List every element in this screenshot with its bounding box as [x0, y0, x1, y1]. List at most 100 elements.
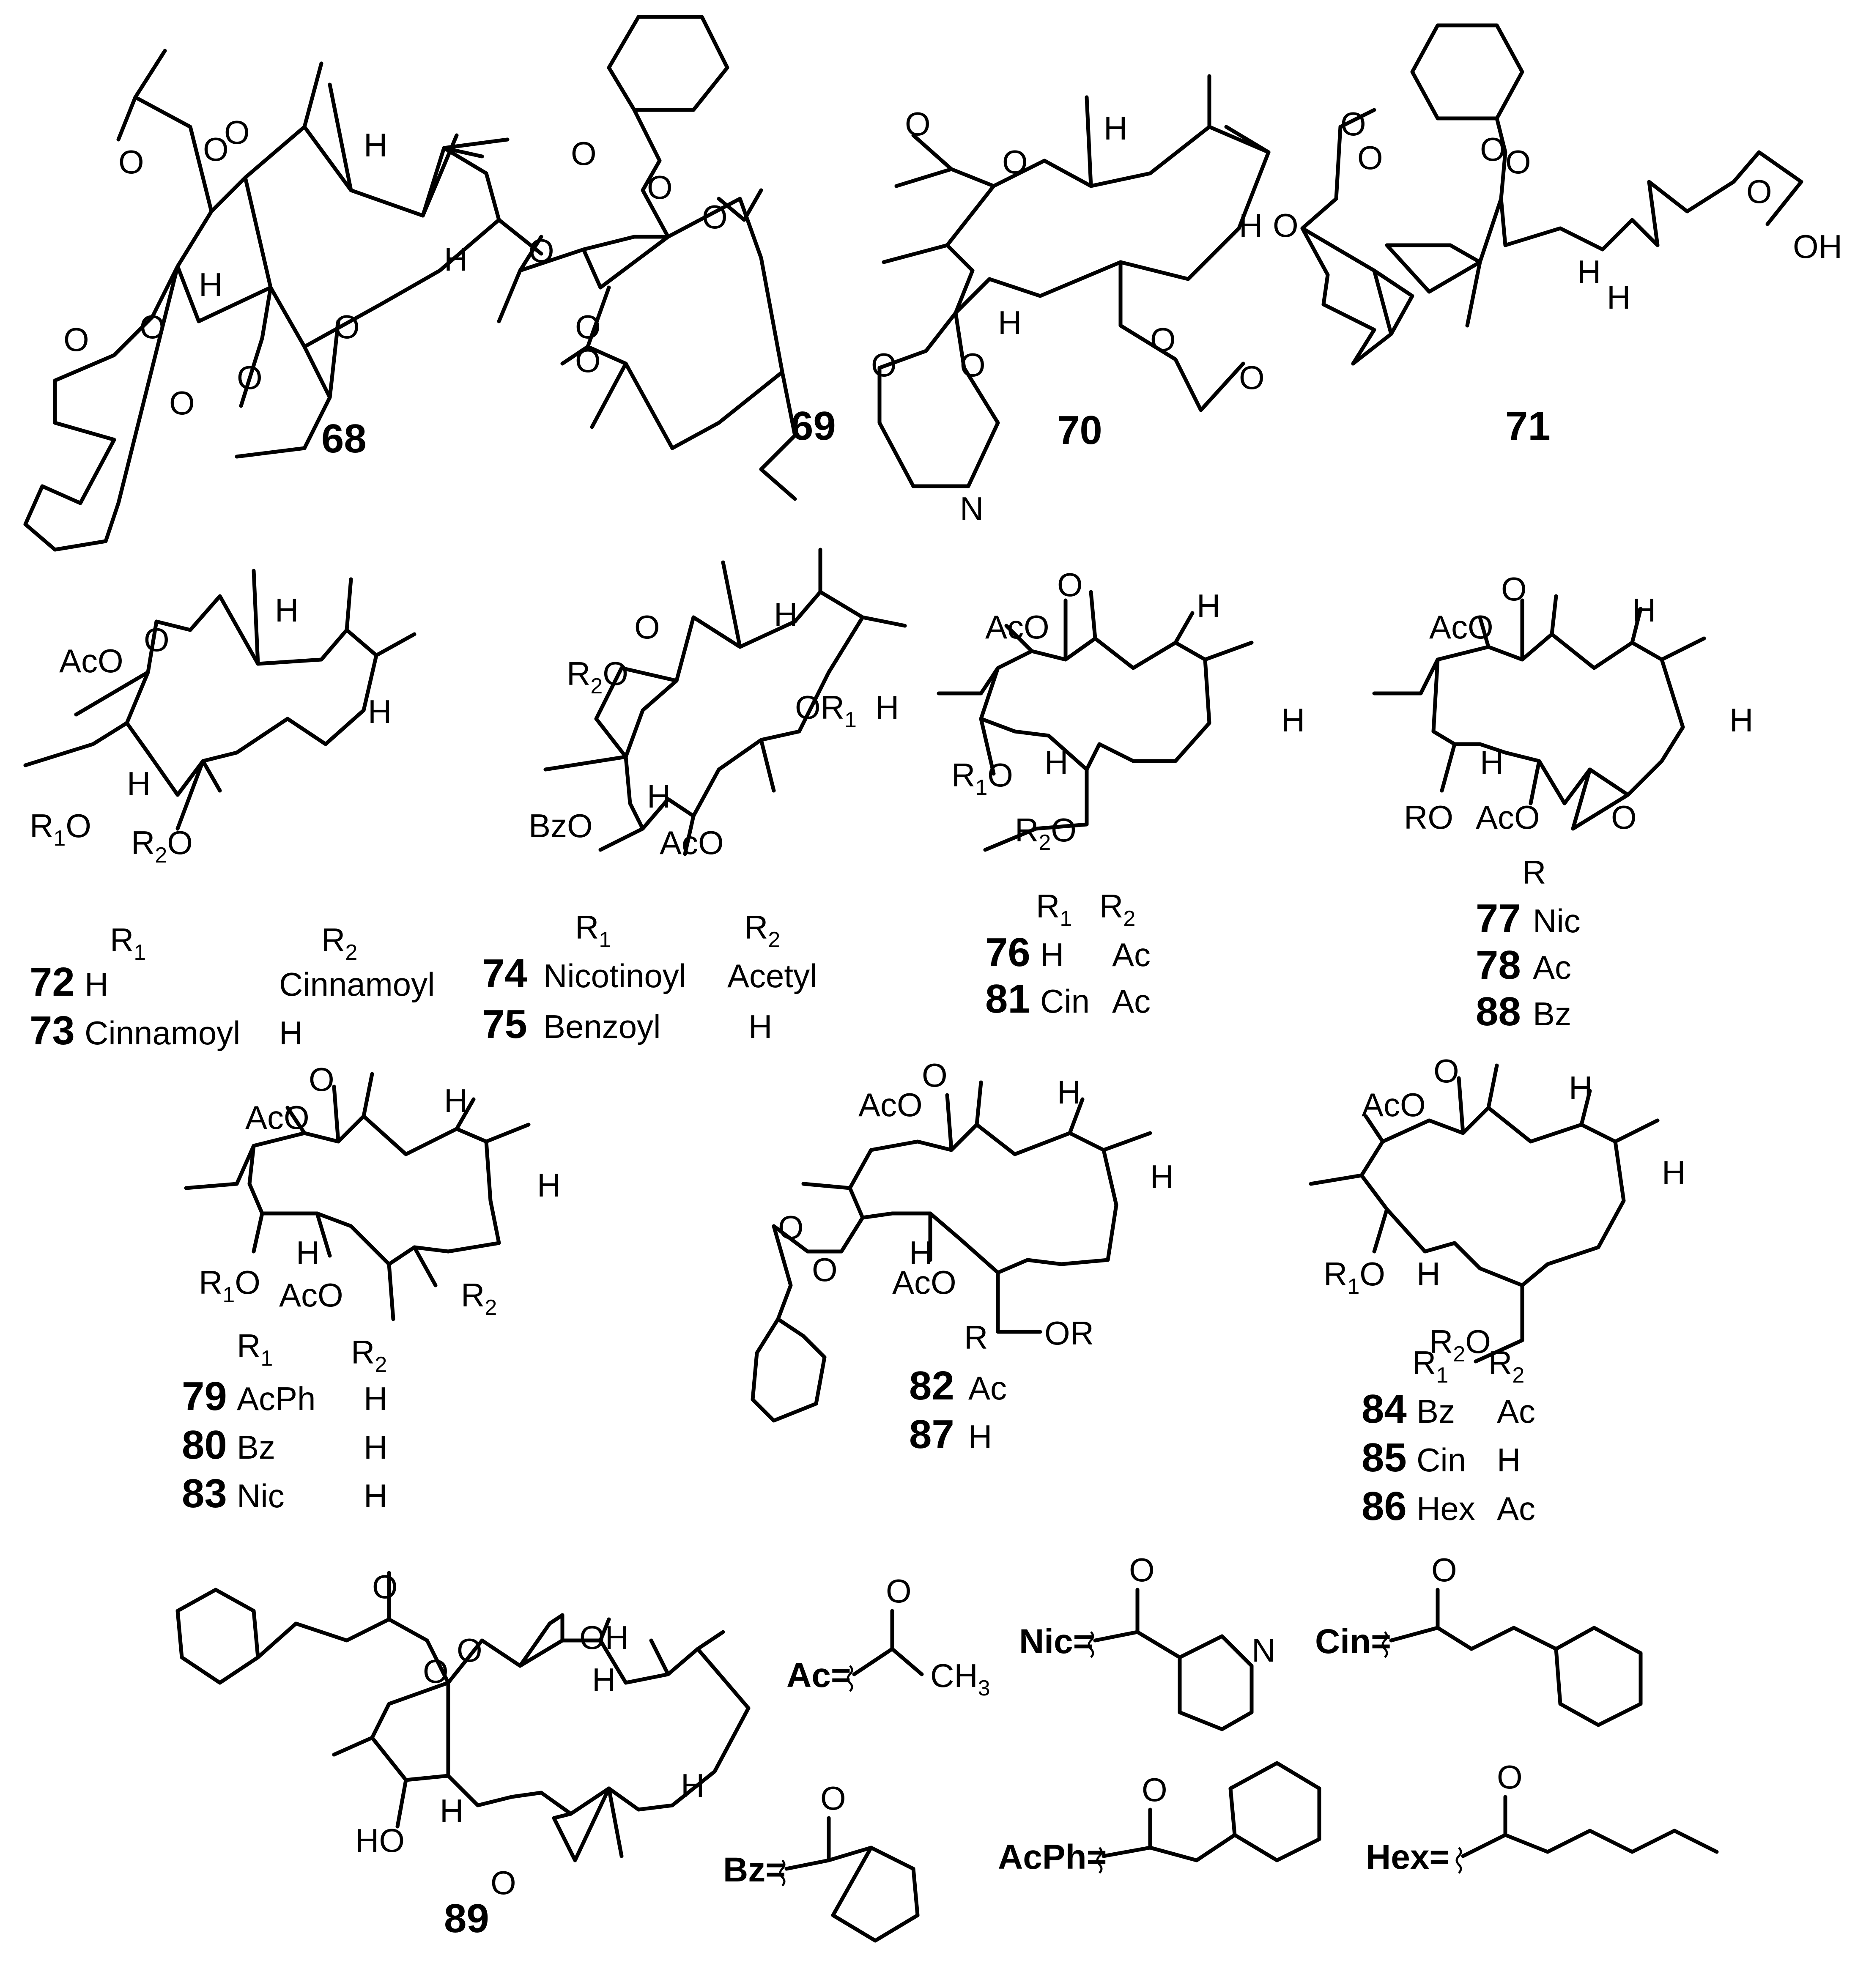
- atom-O: O: [571, 135, 597, 172]
- atom-AcO: AcO: [1429, 608, 1493, 646]
- table-82-87: R 82 Ac 87 H: [909, 1319, 1007, 1457]
- atom-O: O: [203, 131, 229, 168]
- row-r2: Ac: [1497, 1490, 1535, 1527]
- row-r1: H: [85, 966, 108, 1003]
- column-header-r1: R1: [110, 921, 146, 965]
- atom-R1O: R1O: [1323, 1255, 1385, 1299]
- row-r2: Acetyl: [727, 957, 817, 994]
- atom-O: O: [702, 198, 728, 235]
- row-id: 81: [985, 976, 1030, 1021]
- atom-R2O: R2O: [131, 824, 193, 868]
- atom-R2O: R2O: [1429, 1323, 1491, 1366]
- column-header-r: R: [964, 1319, 988, 1356]
- table-84-85-86: R1 R2 84 Bz Ac 85 Cin H 86 Hex Ac: [1362, 1344, 1535, 1529]
- atom-H: H: [774, 596, 797, 633]
- legend-cin: Cin= O: [1315, 1551, 1643, 1727]
- legend-label-nic: Nic=: [1019, 1622, 1093, 1661]
- atom-HO: HO: [355, 1822, 405, 1859]
- row-r1: Bz: [1417, 1393, 1455, 1430]
- atom-O: O: [1340, 105, 1366, 142]
- atom-O: O: [1746, 173, 1772, 210]
- legend-bz: Bz= O: [723, 1780, 920, 1943]
- atom-O: O: [886, 1572, 912, 1610]
- atom-H: H: [444, 241, 468, 278]
- table-74-75: R1 R2 74 Nicotinoyl Acetyl 75 Benzoyl H: [482, 909, 817, 1047]
- atom-N: N: [1252, 1632, 1275, 1669]
- atom-O: O: [647, 169, 673, 206]
- row-r1: Hex: [1417, 1490, 1475, 1527]
- row-r2: H: [279, 1014, 303, 1052]
- atom-AcO: AcO: [279, 1276, 343, 1314]
- atom-H: H: [1662, 1154, 1685, 1191]
- table-72-73: R1 R2 72 H Cinnamoyl 73 Cinnamoyl H: [30, 921, 435, 1053]
- atom-H: H: [440, 1792, 463, 1829]
- atom-O: O: [1150, 321, 1176, 358]
- structure-68: O O O H H H O O O O O 68: [23, 49, 543, 552]
- row-r: Ac: [968, 1369, 1007, 1407]
- row-id: 74: [482, 951, 527, 996]
- row-r2: H: [364, 1429, 387, 1466]
- atom-H: H: [1632, 591, 1656, 629]
- atom-H: H: [998, 304, 1022, 341]
- row-id: 87: [909, 1412, 954, 1457]
- atom-OH: OH: [579, 1619, 629, 1656]
- atom-O: O: [1142, 1771, 1167, 1808]
- row-r: Ac: [1533, 949, 1571, 986]
- structure-71: O O O O O H H O OH 71: [1273, 23, 1842, 449]
- row-id: 76: [985, 930, 1030, 975]
- row-id: 75: [482, 1002, 527, 1047]
- atom-O: O: [575, 342, 601, 379]
- row-r1: Cinnamoyl: [85, 1014, 240, 1052]
- atom-O: O: [1611, 799, 1637, 836]
- atom-O: O: [1129, 1551, 1155, 1588]
- column-header-r2: R2: [1099, 887, 1135, 931]
- row-r1: H: [1040, 936, 1064, 973]
- legend-acph: AcPh= O: [998, 1761, 1321, 1876]
- atom-O: O: [1357, 139, 1383, 176]
- atom-AcO: AcO: [660, 824, 724, 861]
- legend-ac: Ac= O CH3: [786, 1572, 990, 1700]
- atom-O: O: [423, 1653, 449, 1690]
- legend-label-acph: AcPh=: [998, 1838, 1107, 1876]
- structure-72-73: AcO O H H H R1O R2O: [23, 569, 416, 868]
- structure-89: O O O OH H H H HO O 89: [175, 1568, 751, 1941]
- atom-O: O: [169, 384, 195, 422]
- atom-H: H: [909, 1234, 933, 1271]
- compound-number-71: 71: [1505, 403, 1551, 449]
- atom-H: H: [1150, 1158, 1174, 1195]
- column-header-r2: R2: [744, 909, 780, 952]
- row-r1: Nicotinoyl: [543, 957, 686, 994]
- atom-AcO: AcO: [985, 608, 1049, 646]
- row-id: 84: [1362, 1386, 1407, 1432]
- atom-R1O: R1O: [199, 1264, 260, 1307]
- column-header-r1: R1: [1412, 1344, 1448, 1388]
- atom-O: O: [905, 105, 931, 142]
- atom-H: H: [1104, 110, 1127, 147]
- row-r2: Ac: [1497, 1393, 1535, 1430]
- row-id: 88: [1476, 989, 1521, 1034]
- atom-O: O: [118, 143, 144, 181]
- structure-70: O O H H H O O N O O 70: [871, 74, 1271, 527]
- legend-label-cin: Cin=: [1315, 1622, 1391, 1661]
- atom-H: H: [875, 689, 899, 726]
- atom-O: O: [237, 359, 263, 396]
- atom-O: O: [1433, 1052, 1459, 1090]
- atom-O: O: [1057, 566, 1083, 603]
- atom-O: O: [1002, 143, 1028, 181]
- row-id: 80: [182, 1422, 227, 1468]
- column-header-r2: R2: [351, 1334, 387, 1377]
- atom-R2: R2: [461, 1276, 497, 1320]
- row-id: 83: [182, 1471, 227, 1516]
- atom-H: H: [368, 693, 392, 730]
- structure-84-85-86: AcO O H H H R1O R2O: [1309, 1052, 1685, 1366]
- atom-R2O: R2O: [1015, 811, 1077, 855]
- atom-AcO: AcO: [1476, 799, 1540, 836]
- atom-H: H: [681, 1767, 704, 1804]
- row-id: 73: [30, 1008, 75, 1053]
- legend-label-hex: Hex=: [1366, 1838, 1450, 1876]
- legend-nic: Nic= O N: [1019, 1551, 1275, 1731]
- column-header-r1: R1: [1036, 887, 1072, 931]
- atom-O: O: [871, 346, 897, 383]
- atom-O: O: [224, 114, 250, 151]
